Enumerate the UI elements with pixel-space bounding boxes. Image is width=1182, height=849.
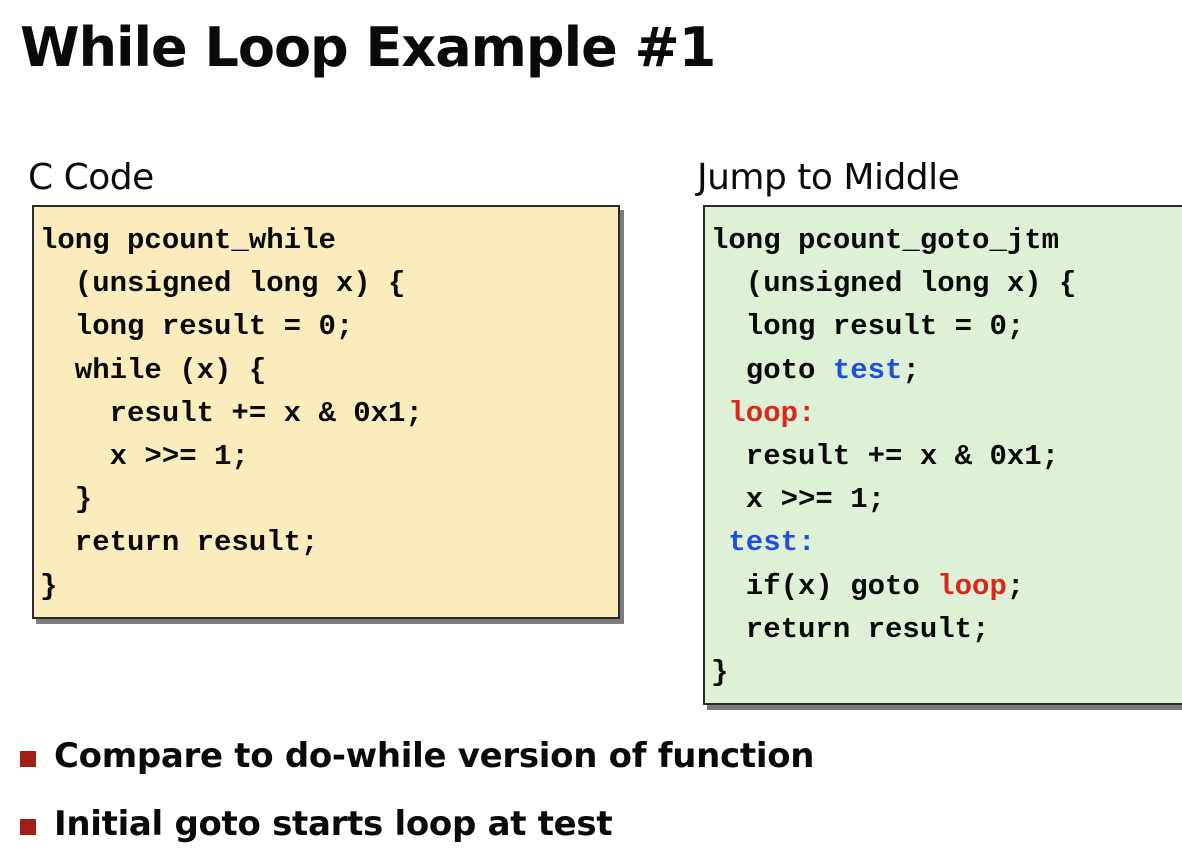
code-line: return result; [711, 612, 990, 646]
code-line: while (x) { [40, 353, 267, 387]
code-line: } [711, 655, 729, 689]
test-label-reference: test [832, 353, 903, 387]
code-line: long pcount_while [40, 224, 336, 257]
jump-to-middle-heading: Jump to Middle [697, 157, 960, 198]
code-line: loop: [728, 396, 816, 430]
code-line: long result = 0; [711, 310, 1025, 344]
code-line: long result = 0; [40, 310, 354, 344]
code-line: long pcount_goto_jtm [711, 224, 1060, 257]
loop-label-reference: loop [937, 569, 1007, 603]
code-line: test: [728, 526, 816, 560]
code-line: goto test; [711, 353, 920, 387]
code-line: return result; [40, 526, 319, 560]
code-line: (unsigned long x) { [711, 267, 1077, 301]
square-bullet-icon [20, 819, 36, 835]
square-bullet-icon [20, 751, 36, 767]
test-label: test [728, 526, 799, 560]
code-line: (unsigned long x) { [40, 267, 406, 301]
slide-title: While Loop Example #1 [20, 16, 716, 79]
jump-to-middle-code-box: long pcount_goto_jtm (unsigned long x) {… [703, 205, 1182, 705]
code-line: } [40, 483, 93, 517]
code-line: x >>= 1; [711, 483, 886, 517]
c-code-heading: C Code [28, 157, 154, 198]
code-line: result += x & 0x1; [40, 396, 423, 430]
code-line: } [40, 569, 58, 603]
code-line: result += x & 0x1; [711, 439, 1060, 473]
code-line: if(x) goto loop; [711, 569, 1025, 603]
bullet-text: Compare to do-while version of function [54, 736, 815, 776]
bullet-text: Initial goto starts loop at test [54, 804, 613, 844]
code-line: x >>= 1; [40, 439, 249, 473]
loop-label: loop [728, 396, 799, 430]
c-code-box: long pcount_while (unsigned long x) { lo… [32, 205, 620, 619]
